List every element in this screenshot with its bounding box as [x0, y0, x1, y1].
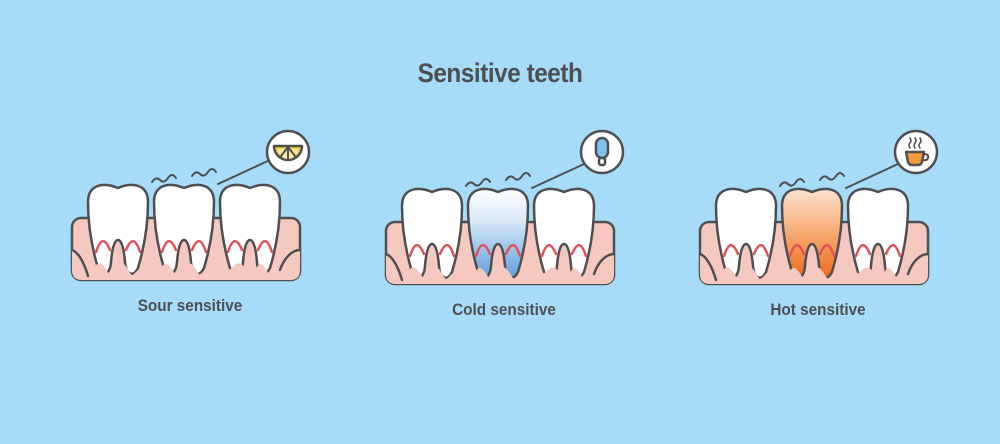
teeth-illustration-hot — [698, 129, 939, 286]
hot-sensitive-panel: Hot sensitive — [688, 0, 948, 444]
cold-sensitive-panel: Cold sensitive — [374, 0, 634, 444]
teeth-illustration-sour — [70, 129, 311, 282]
coffee-cup-icon — [893, 129, 939, 175]
lemon-slice-icon — [265, 129, 311, 175]
gum-front — [700, 254, 928, 284]
popsicle-icon — [579, 129, 625, 175]
caption-sour: Sour sensitive — [137, 296, 243, 315]
page-title: Sensitive teeth — [417, 58, 583, 88]
gum-front — [72, 250, 300, 280]
caption-cold: Cold sensitive — [452, 300, 556, 319]
sour-sensitive-panel: Sour sensitive — [60, 0, 320, 444]
teeth-illustration-cold — [384, 129, 625, 286]
gum-front — [386, 254, 614, 284]
caption-hot: Hot sensitive — [770, 300, 866, 319]
